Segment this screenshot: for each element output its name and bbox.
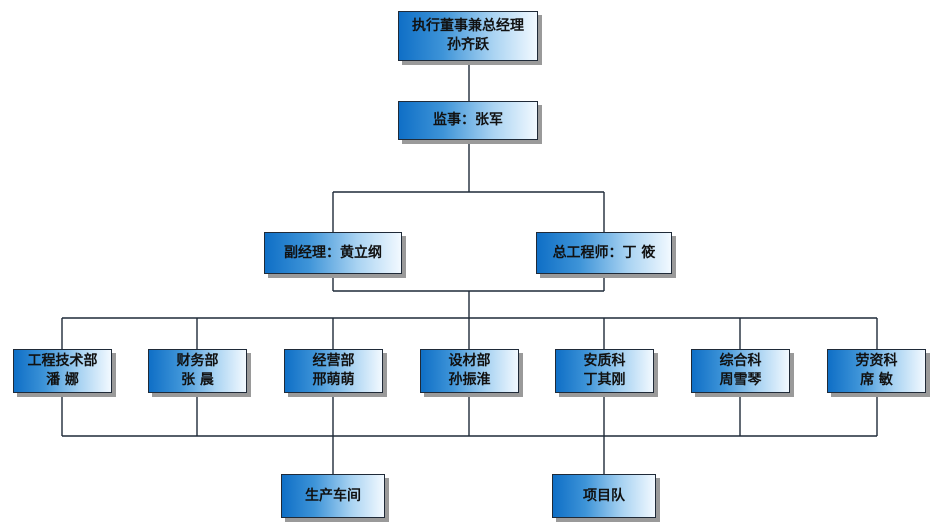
department-head: 孙振淮 (448, 372, 491, 388)
department-name: 安质科 (583, 353, 626, 369)
department-box-labor[interactable]: 劳资科 席 敏 (827, 349, 926, 393)
department-name: 经营部 (312, 353, 355, 369)
department-name: 综合科 (719, 353, 762, 369)
department-name: 设材部 (448, 353, 491, 369)
chief-engineer-label: 总工程师：丁 筱 (552, 244, 656, 261)
deputy-manager-box[interactable]: 副经理：黄立纲 (264, 232, 402, 274)
department-head: 周雪琴 (719, 372, 762, 388)
department-head: 邢萌萌 (312, 372, 355, 388)
unit-box-project-team[interactable]: 项目队 (552, 474, 656, 518)
unit-label: 项目队 (583, 487, 625, 504)
department-head: 席 敏 (860, 372, 893, 388)
department-head: 潘 娜 (46, 372, 79, 388)
department-box-engineering[interactable]: 工程技术部 潘 娜 (13, 349, 112, 393)
ceo-box[interactable]: 执行董事兼总经理 孙齐跃 (398, 11, 538, 61)
department-head: 张 晨 (181, 372, 214, 388)
department-name: 财务部 (176, 353, 219, 369)
department-box-safety-quality[interactable]: 安质科 丁其刚 (555, 349, 654, 393)
unit-box-workshop[interactable]: 生产车间 (281, 474, 385, 518)
department-box-finance[interactable]: 财务部 张 晨 (148, 349, 247, 393)
chief-engineer-box[interactable]: 总工程师：丁 筱 (536, 232, 672, 274)
unit-label: 生产车间 (305, 487, 361, 504)
department-box-materials[interactable]: 设材部 孙振淮 (420, 349, 519, 393)
deputy-manager-label: 副经理：黄立纲 (284, 244, 382, 261)
ceo-title: 执行董事兼总经理 (412, 18, 524, 34)
supervisor-box[interactable]: 监事：张军 (398, 101, 538, 140)
department-name: 工程技术部 (27, 353, 98, 369)
department-head: 丁其刚 (583, 372, 626, 388)
supervisor-label: 监事：张军 (433, 112, 503, 128)
department-box-business[interactable]: 经营部 邢萌萌 (284, 349, 383, 393)
department-box-general[interactable]: 综合科 周雪琴 (691, 349, 790, 393)
department-name: 劳资科 (855, 353, 898, 369)
ceo-name: 孙齐跃 (447, 37, 489, 53)
